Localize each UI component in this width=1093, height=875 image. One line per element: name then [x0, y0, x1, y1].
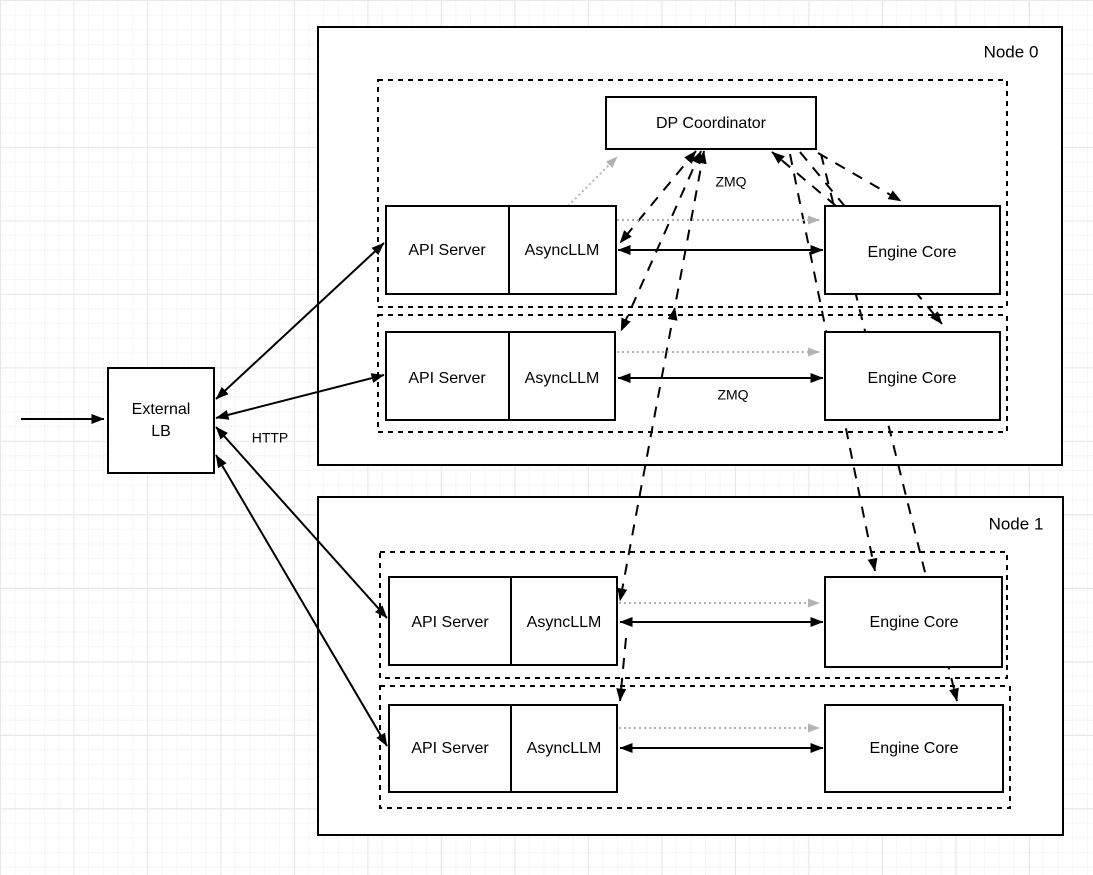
coordinator-engine-n0r1-dashed-arrow [799, 151, 943, 325]
mid-dashed-arrowhead [667, 307, 678, 321]
asyncllm-label-n1r0: AsyncLLM [527, 614, 602, 631]
lb-apiserver-n0r0-arrow [215, 242, 385, 400]
zmq-label-n0r1: ZMQ [717, 387, 748, 403]
dp-coordinator-box [605, 96, 817, 150]
engine-core-label-n0r1: Engine Core [868, 370, 957, 387]
engine-core-box-n0r0 [824, 205, 1001, 295]
lb-apiserver-n1r1-arrow [215, 454, 388, 747]
api-server-box-n1r0 [388, 576, 618, 666]
engine-core-box-n1r1 [824, 704, 1004, 793]
lb-apiserver-n0r1-arrow [215, 373, 385, 420]
engine-core-label-n1r1: Engine Core [870, 740, 959, 757]
api-server-box-n0r0 [385, 205, 617, 295]
engine-core-box-n1r0 [824, 576, 1003, 668]
node0-label: Node 0 [984, 42, 1039, 61]
api-server-box-n0r1 [385, 331, 616, 421]
api-server-label-n1r0: API Server [411, 614, 489, 631]
node1-label: Node 1 [989, 514, 1044, 533]
api-server-label-n1r1: API Server [411, 740, 489, 757]
engine-core-box-n0r1 [824, 331, 1001, 421]
dp-coordinator-label: DP Coordinator [656, 115, 767, 132]
asyncllm-label-n1r1: AsyncLLM [527, 740, 602, 757]
coordinator-engine-n1r0-dashed-arrow [789, 153, 878, 572]
engine-core-label-n1r0: Engine Core [870, 614, 959, 631]
external-lb-box [107, 367, 215, 474]
http-label: HTTP [252, 430, 289, 446]
coordinator-asyncllm-n1r1-dashed-arrow [616, 637, 627, 702]
api-server-box-n1r1 [388, 704, 618, 793]
asyncllm-coordinator-dotted-arrow [567, 156, 618, 207]
engine-coordinator-n0r0-up-dashed-arrow [771, 151, 837, 207]
external-lb-label-line1: External [132, 401, 191, 418]
zmq-label-n0r0: ZMQ [715, 174, 746, 190]
coordinator-engine-n0r0-down-dashed-arrow [817, 152, 902, 202]
engine-core-label-n0r0: Engine Core [868, 244, 957, 261]
api-server-label-n0r1: API Server [408, 370, 486, 387]
api-server-label-n0r0: API Server [408, 242, 486, 259]
asyncllm-label-n0r1: AsyncLLM [525, 370, 600, 387]
asyncllm-label-n0r0: AsyncLLM [525, 242, 600, 259]
external-lb-label-line2: LB [151, 423, 171, 440]
